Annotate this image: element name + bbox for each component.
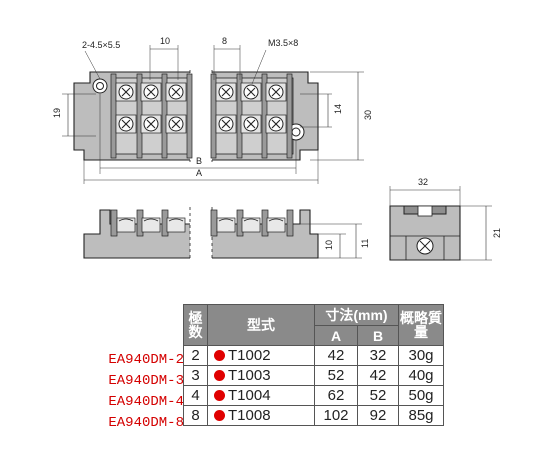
- model-code: EA940DM-2: [108, 352, 184, 368]
- table-row: 2 T1002 42 32 30g: [183, 345, 444, 366]
- hole-label: 2-4.5×5.5: [82, 40, 120, 50]
- row-model: T1008: [228, 407, 271, 424]
- top-view: [73, 68, 319, 164]
- header-model: 型式: [207, 304, 315, 346]
- table-row: 4 T1004 62 52 50g: [183, 385, 444, 406]
- table-row: 3 T1003 52 42 40g: [183, 365, 444, 386]
- h10-label: 10: [324, 240, 334, 250]
- terminal-slot: [141, 217, 161, 233]
- row-poles: 2: [183, 345, 208, 366]
- table-row: 8 T1008 102 92 85g: [183, 405, 444, 426]
- barrier: [210, 73, 217, 159]
- terminal-slot: [166, 217, 186, 233]
- top-dimensions: 2-4.5×5.5 10 8 M3.5×8 19 14 30 B: [52, 36, 373, 184]
- model-code: EA940DM-3: [108, 373, 184, 389]
- terminal-slot: [266, 217, 286, 233]
- h30-label: 30: [363, 110, 373, 120]
- terminal-slot: [116, 217, 136, 233]
- pitch10-label: 10: [160, 36, 170, 46]
- screw-label: M3.5×8: [268, 38, 298, 48]
- header-mass: 概略質量: [398, 304, 444, 346]
- header-dims: 寸法(mm): [314, 304, 399, 326]
- red-dot-icon: [214, 390, 225, 401]
- row-poles: 4: [183, 385, 208, 406]
- row-model: T1004: [228, 387, 271, 404]
- red-dot-icon: [214, 370, 225, 381]
- terminal-slot: [216, 217, 236, 233]
- w32-label: 32: [418, 177, 428, 187]
- barrier: [210, 209, 218, 237]
- a-label: A: [196, 168, 202, 178]
- h21-label: 21: [492, 228, 502, 238]
- side-dimensions: 32 21: [389, 177, 502, 261]
- row-model-cell: T1008: [207, 405, 315, 426]
- row-model: T1003: [228, 367, 271, 384]
- header-poles: 極数: [183, 304, 208, 346]
- row-a: 42: [314, 345, 358, 366]
- row-b: 52: [357, 385, 399, 406]
- row-mass: 50g: [398, 385, 444, 406]
- front-dimensions: 10 11: [300, 223, 370, 259]
- row-model-cell: T1002: [207, 345, 315, 366]
- side-view: [389, 205, 461, 261]
- red-dot-icon: [214, 410, 225, 421]
- barrier: [110, 209, 118, 237]
- red-dot-icon: [214, 350, 225, 361]
- row-model-cell: T1004: [207, 385, 315, 406]
- h11-label: 11: [360, 239, 370, 248]
- row-mass: 30g: [398, 345, 444, 366]
- barrier: [186, 73, 193, 159]
- barrier: [286, 73, 293, 159]
- row-a: 52: [314, 365, 358, 386]
- row-model: T1002: [228, 347, 271, 364]
- row-poles: 8: [183, 405, 208, 426]
- row-mass: 85g: [398, 405, 444, 426]
- barrier: [286, 209, 294, 237]
- terminal-slot: [241, 217, 261, 233]
- row-b: 92: [357, 405, 399, 426]
- model-code-list: EA940DM-2 EA940DM-3 EA940DM-4 EA940DM-8: [92, 350, 184, 434]
- row-a: 102: [314, 405, 358, 426]
- h14-label: 14: [333, 104, 343, 114]
- b-label: B: [196, 156, 202, 166]
- row-mass: 40g: [398, 365, 444, 386]
- header-b: B: [357, 325, 399, 346]
- row-a: 62: [314, 385, 358, 406]
- model-code: EA940DM-8: [108, 415, 184, 431]
- model-code: EA940DM-4: [108, 394, 184, 410]
- spec-table: 極数 型式 寸法(mm) 概略質量 A B 2 T1002 42 32 30g …: [183, 304, 444, 426]
- row-poles: 3: [183, 365, 208, 386]
- front-view: [83, 205, 319, 263]
- pitch8-label: 8: [222, 36, 227, 46]
- barrier: [110, 73, 117, 159]
- header-a: A: [314, 325, 358, 346]
- h19-label: 19: [52, 108, 62, 118]
- row-b: 32: [357, 345, 399, 366]
- row-b: 42: [357, 365, 399, 386]
- row-model-cell: T1003: [207, 365, 315, 386]
